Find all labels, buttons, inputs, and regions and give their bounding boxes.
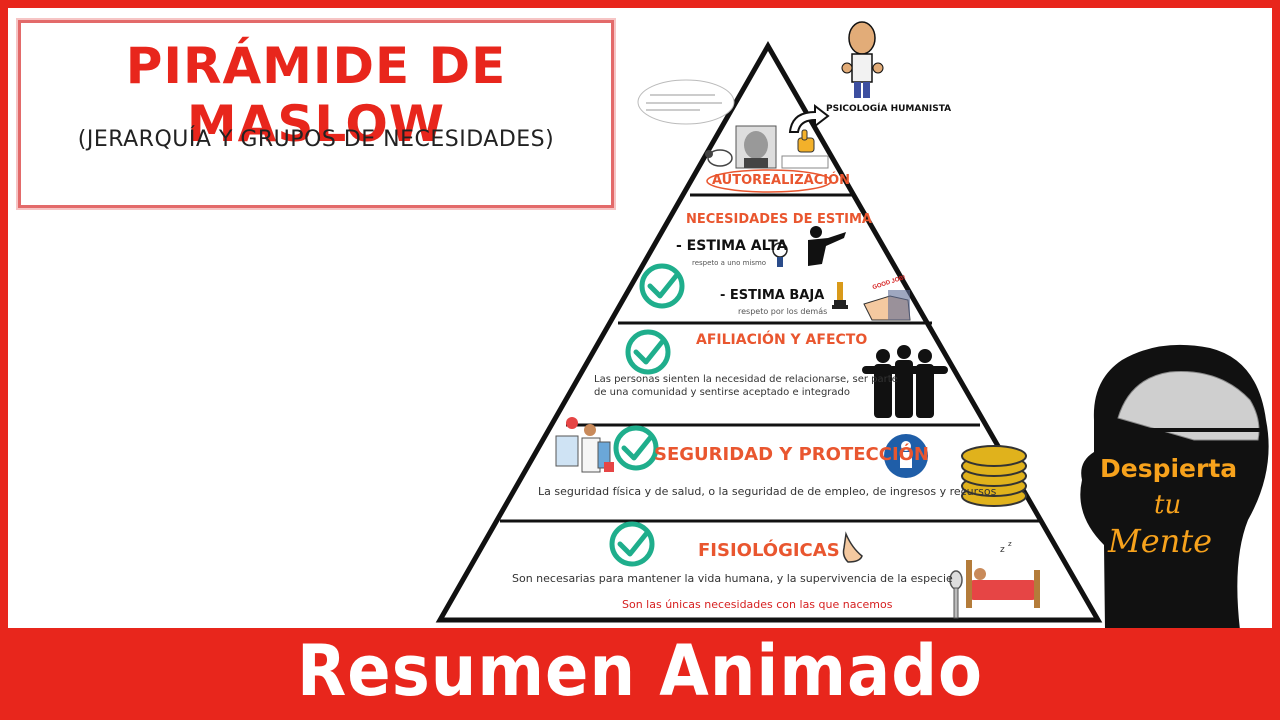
estima-alta-desc: respeto a uno mismo: [692, 259, 767, 267]
arrow-icon: [788, 103, 830, 133]
check-icon-estima: [639, 263, 685, 309]
svg-text:z: z: [1008, 540, 1012, 548]
banner-title: Resumen Animado: [297, 631, 983, 713]
check-icon-afiliacion: [625, 329, 671, 375]
speech-bubble: [637, 79, 735, 125]
afiliacion-heading: AFILIACIÓN Y AFECTO: [696, 332, 868, 348]
safety-worker-icon: [884, 434, 928, 478]
maslow-portrait-icon: [735, 125, 777, 169]
seguridad-heading: SEGURIDAD Y PROTECCIÓN: [654, 444, 930, 465]
fisiologicas-desc: Son necesarias para mantener la vida hum…: [512, 572, 953, 585]
title-box: PIRÁMIDE DE MASLOW (JERARQUÍA Y GRUPOS D…: [18, 20, 614, 208]
doctors-icon: [555, 417, 614, 473]
coins-stack-icon: [961, 445, 1027, 507]
crowd-icon: [781, 155, 829, 169]
logo-line-3: Mente: [1108, 522, 1213, 560]
check-icon-seguridad: [613, 425, 659, 471]
afiliacion-desc-2: de una comunidad y sentirse aceptado e i…: [594, 387, 851, 398]
head-logo-icon: [1080, 344, 1269, 630]
title-main: PIRÁMIDE DE MASLOW: [125, 37, 507, 153]
man-cartoon-icon: [841, 21, 884, 98]
autorealizacion-frame: [706, 169, 832, 193]
sheep-icon: [705, 149, 733, 167]
fisiologicas-note: Son las únicas necesidades con las que n…: [622, 598, 893, 611]
medal-icon: [772, 242, 788, 267]
good-job-hand-icon: [863, 290, 911, 321]
trophy-icon: [832, 282, 848, 309]
svg-text:z: z: [1000, 545, 1005, 555]
group-hug-icon: [862, 345, 948, 418]
logo-line-1: Despierta: [1100, 454, 1238, 483]
pyramid-outline: [435, 40, 1103, 623]
fisiologicas-heading: FISIOLÓGICAS: [698, 540, 840, 561]
estima-baja-desc: respeto por los demás: [738, 307, 828, 316]
autorealizacion-label: AUTOREALIZACIÓN: [712, 173, 851, 188]
nose-icon: [842, 531, 863, 563]
seguridad-desc: La seguridad física y de salud, o la seg…: [538, 485, 997, 498]
estima-baja-label: - ESTIMA BAJA: [720, 288, 825, 303]
afiliacion-desc-1: Las personas sienten la necesidad de rel…: [594, 374, 898, 385]
bottom-banner: Resumen Animado: [0, 628, 1280, 720]
logo-line-2: tu: [1154, 490, 1182, 520]
thumbs-up-icon: [797, 129, 815, 153]
estima-alta-label: - ESTIMA ALTA: [676, 238, 788, 254]
confident-person-icon: [808, 226, 846, 266]
spoon-icon: [949, 570, 963, 619]
title-subtitle: (JERARQUÍA Y GRUPOS DE NECESIDADES): [77, 127, 555, 152]
sleeping-bed-icon: z z: [966, 540, 1040, 608]
psicologia-humanista-label: PSICOLOGÍA HUMANISTA: [826, 104, 952, 114]
check-icon-fisiologicas: [609, 521, 655, 567]
estima-heading: NECESIDADES DE ESTIMA: [686, 212, 872, 227]
